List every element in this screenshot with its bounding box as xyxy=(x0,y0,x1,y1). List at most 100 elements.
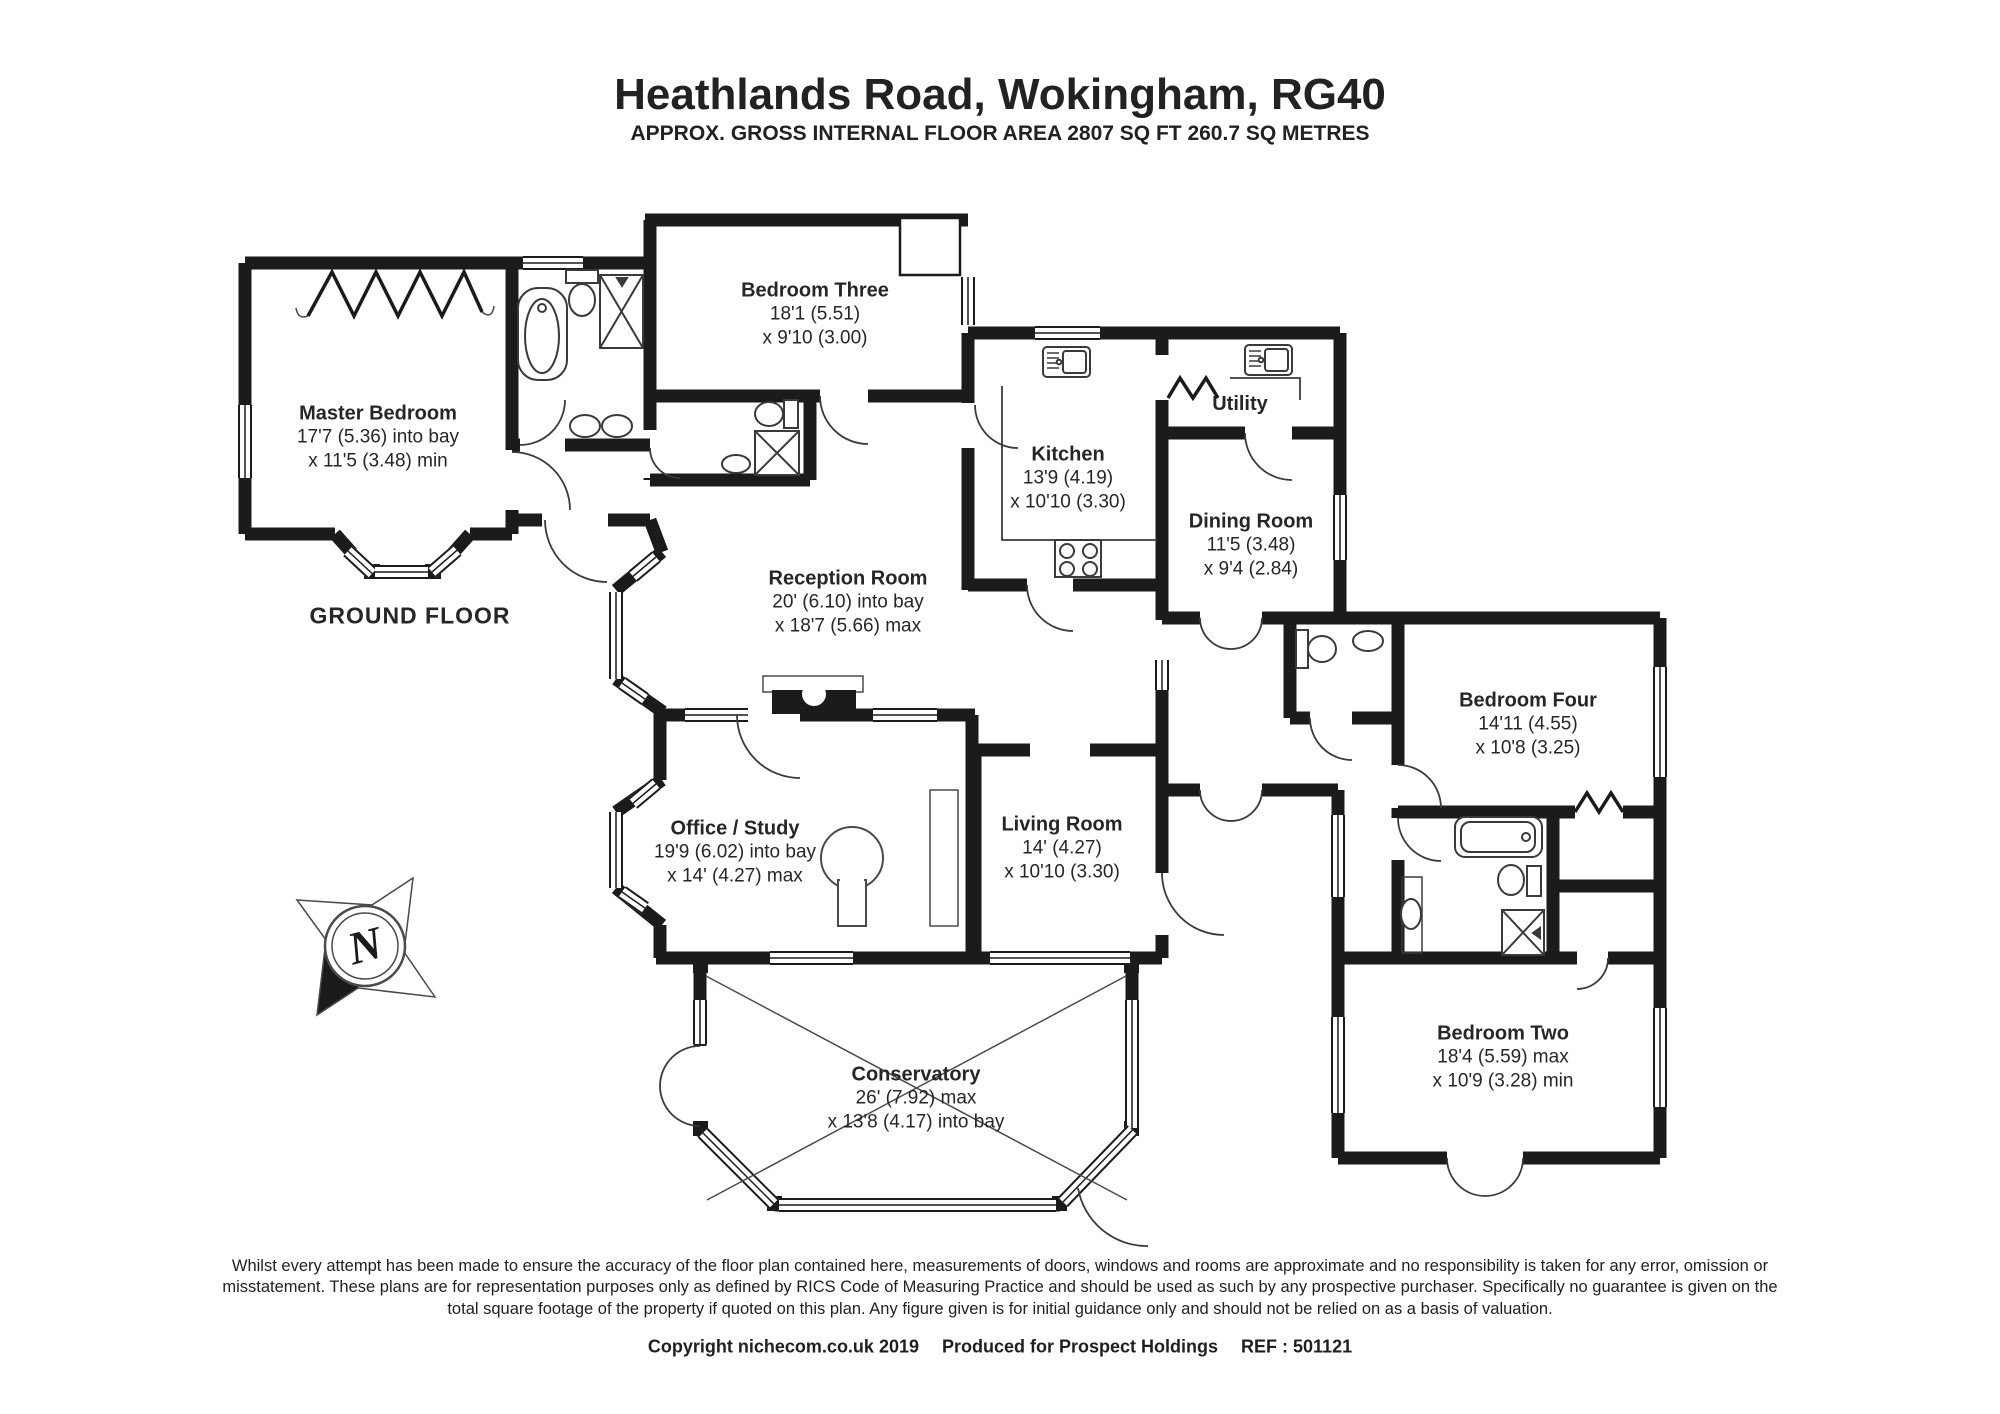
door-arc xyxy=(1199,617,1232,650)
toilet-icon xyxy=(1295,629,1337,669)
door-arc xyxy=(1576,957,1609,990)
room-dim: 20' (6.10) into bay xyxy=(772,592,924,614)
door-arc xyxy=(511,451,571,511)
door-arc xyxy=(1309,717,1353,761)
window xyxy=(426,544,463,579)
room-dim: x 11'5 (3.48) min xyxy=(308,450,448,472)
window xyxy=(522,255,584,271)
room-name: Office / Study xyxy=(670,817,800,840)
door-arc xyxy=(649,447,681,479)
window xyxy=(769,950,854,966)
room-label-conservatory: Conservatory 26' (7.92) max x 13'8 (4.17… xyxy=(828,1063,1005,1134)
door-arc xyxy=(1199,789,1232,822)
sink-icon xyxy=(1042,346,1091,378)
counter-line xyxy=(1230,377,1301,400)
sink-icon xyxy=(1244,344,1293,376)
door-arc xyxy=(1230,789,1263,822)
room-dim: x 10'8 (3.25) xyxy=(1475,737,1581,759)
shower-icon xyxy=(1501,909,1545,956)
window xyxy=(1651,665,1669,779)
bath-icon xyxy=(517,287,568,381)
window xyxy=(1056,1124,1139,1208)
basin-icon xyxy=(1352,630,1384,652)
window xyxy=(1332,494,1348,561)
room-label-bedroom-three: Bedroom Three 18'1 (5.51) x 9'10 (3.00) xyxy=(741,279,889,350)
door-arc xyxy=(544,519,608,583)
keyhole-feature xyxy=(820,789,959,927)
window xyxy=(960,276,976,326)
room-label-kitchen: Kitchen 13'9 (4.19) x 10'10 (3.30) xyxy=(1010,443,1126,514)
window xyxy=(988,949,1132,967)
shower-room-fixtures xyxy=(721,399,800,476)
room-dim: 14'11 (4.55) xyxy=(1478,714,1578,736)
door-arc xyxy=(1230,617,1263,650)
room-name: Dining Room xyxy=(1188,510,1314,533)
window xyxy=(872,707,938,723)
room-label-bedroom-two: Bedroom Two 18'4 (5.59) max x 10'9 (3.28… xyxy=(1433,1022,1574,1093)
bay-corner-posts xyxy=(364,564,1139,1211)
floor-label: GROUND FLOOR xyxy=(309,602,511,629)
room-name: Conservatory xyxy=(851,1063,981,1086)
bedroom-three-recess xyxy=(898,216,962,277)
kitchen-fixtures xyxy=(1001,346,1157,578)
room-dim: x 10'10 (3.30) xyxy=(1010,491,1126,513)
utility-fixtures xyxy=(1230,344,1301,400)
page-subtitle: APPROX. GROSS INTERNAL FLOOR AREA 2807 S… xyxy=(630,122,1370,145)
room-label-dining-room: Dining Room 11'5 (3.48) x 9'4 (2.84) xyxy=(1189,510,1313,581)
window xyxy=(1652,1007,1668,1108)
bath-icon xyxy=(1454,816,1543,858)
door-arc xyxy=(1244,432,1293,481)
window xyxy=(237,404,253,479)
window xyxy=(608,811,624,889)
room-label-utility: Utility xyxy=(1212,392,1268,416)
door-arc xyxy=(1484,1157,1524,1197)
window xyxy=(1154,659,1170,691)
room-name: Bedroom Three xyxy=(741,279,889,302)
window xyxy=(1330,1016,1346,1114)
door-arc xyxy=(659,1045,701,1087)
door-arc xyxy=(659,1085,701,1127)
room-name: Bedroom Four xyxy=(1459,689,1597,712)
counter-line xyxy=(1001,386,1157,541)
basin-icon xyxy=(721,454,751,474)
bifold-doors xyxy=(1166,374,1625,816)
room-label-office-study: Office / Study 19'9 (6.02) into bay x 14… xyxy=(654,817,816,888)
room-dim: 14' (4.27) xyxy=(1022,838,1102,860)
door-arc xyxy=(1446,1157,1486,1197)
room-dim: x 18'7 (5.66) max xyxy=(774,615,922,637)
wardrobe-icon xyxy=(306,267,484,320)
compass-rose: N xyxy=(295,876,437,1017)
room-dim: x 14' (4.27) max xyxy=(667,865,803,887)
window xyxy=(1330,814,1346,898)
room-dim: 17'7 (5.36) into bay xyxy=(296,427,460,449)
window xyxy=(608,591,624,680)
room-dim: 13'9 (4.19) xyxy=(1022,468,1114,490)
room-label-master-bedroom: Master Bedroom 17'7 (5.36) into bay x 11… xyxy=(297,402,459,473)
door-arc xyxy=(1161,872,1225,936)
door-arc xyxy=(974,404,1019,449)
room-label-living-room: Living Room 14' (4.27) x 10'10 (3.30) xyxy=(1001,813,1122,884)
wardrobe-frame xyxy=(295,305,495,318)
room-dim: 18'4 (5.59) max xyxy=(1437,1047,1569,1069)
window xyxy=(692,999,708,1045)
window xyxy=(342,545,378,580)
room-name: Living Room xyxy=(1001,813,1123,836)
conservatory-roof-lines xyxy=(705,975,1128,1201)
hob-icon xyxy=(1054,539,1102,578)
window xyxy=(1123,998,1141,1130)
toilet-icon xyxy=(565,269,599,317)
door-arc xyxy=(1026,584,1074,632)
room-name: Master Bedroom xyxy=(299,402,457,425)
room-dim: x 9'10 (3.00) xyxy=(762,327,868,349)
bifold-door xyxy=(1166,374,1220,402)
wc-fixtures xyxy=(1295,629,1384,669)
window xyxy=(1034,325,1101,341)
window xyxy=(684,707,749,723)
wing-bathroom-fixtures xyxy=(1400,816,1545,956)
disclaimer-text: Whilst every attempt has been made to en… xyxy=(222,1257,1778,1318)
window xyxy=(779,1198,1056,1212)
room-dim: 18'1 (5.51) xyxy=(769,304,861,326)
room-dim: 11'5 (3.48) xyxy=(1206,535,1296,557)
